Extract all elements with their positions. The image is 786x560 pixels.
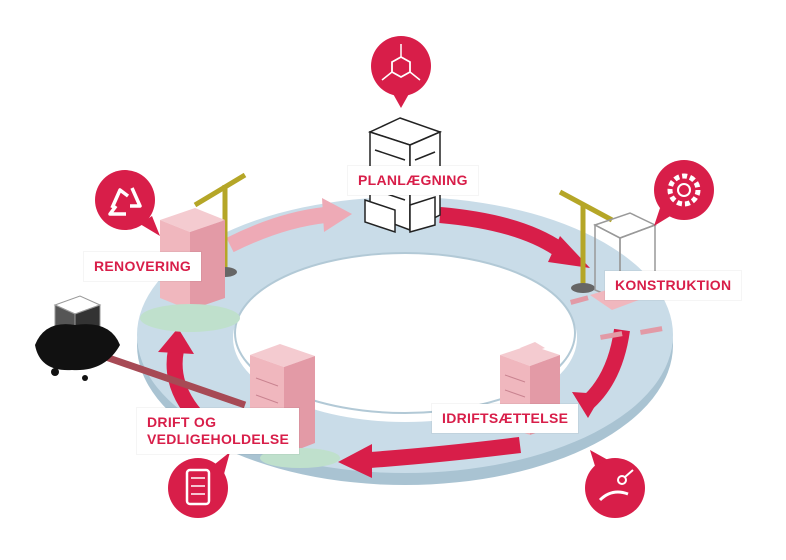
planning-icon-bubble — [371, 36, 431, 108]
stage-label-operation: DRIFT OG VEDLIGEHOLDELSE — [137, 408, 300, 454]
stage-label-commissioning: IDRIFTSÆTTELSE — [432, 404, 579, 433]
rubble-connector — [98, 351, 247, 409]
gear-icon — [667, 173, 701, 207]
arrow-planning-to-construction-head — [548, 236, 590, 268]
stage-label-operation-line1: DRIFT OG — [147, 414, 217, 430]
hand-key-icon — [598, 490, 629, 502]
stage-label-renovation: RENOVERING — [84, 252, 202, 281]
arrow-construction-to-commissioning-head — [572, 392, 602, 418]
renovation-icon-bubble — [95, 170, 160, 236]
demolition-rubble — [35, 295, 120, 381]
stage-label-construction: KONSTRUKTION — [605, 271, 742, 300]
stage-label-planning: PLANLÆGNING — [348, 166, 478, 195]
arrow-planning-to-construction — [439, 207, 565, 257]
recycle-icon — [108, 187, 142, 216]
mobile-phone-icon — [185, 468, 211, 506]
construction-icon-bubble — [654, 160, 714, 226]
arrow-commissioning-to-operation — [369, 437, 521, 468]
arrow-renovation-to-planning — [226, 207, 326, 253]
stage-label-operation-line2: VEDLIGEHOLDELSE — [147, 431, 290, 447]
arrow-operation-to-renovation-head — [158, 328, 194, 354]
renovation-building — [140, 172, 247, 332]
commissioning-icon-bubble — [585, 450, 645, 518]
arrow-commissioning-to-operation-head — [338, 444, 372, 478]
arrow-renovation-to-planning-head — [322, 198, 352, 232]
operation-icon-bubble — [168, 452, 230, 518]
